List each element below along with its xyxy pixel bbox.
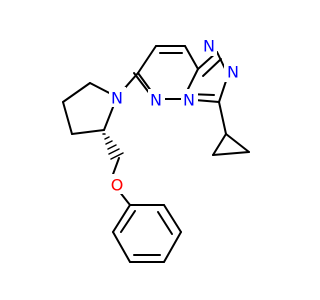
bond-layer [62, 45, 250, 263]
atom-label: N [203, 37, 215, 56]
bond [157, 211, 173, 235]
atom-label: N [183, 91, 195, 110]
atom-n-pyrrolidine: N [109, 87, 126, 108]
atom-o-ether: O [108, 174, 127, 195]
bond [225, 133, 250, 153]
bond [202, 58, 222, 77]
bond [71, 129, 105, 135]
bond [218, 101, 227, 135]
bond [212, 133, 227, 156]
bond [163, 204, 182, 233]
bond [112, 204, 131, 233]
atom-label: N [111, 89, 123, 108]
atom-label: N [227, 63, 239, 82]
atom-n-bridgehead: N [181, 89, 198, 110]
hashed-wedge-bond [102, 133, 124, 160]
bond [163, 231, 182, 263]
bond [212, 151, 250, 156]
bond [111, 157, 120, 178]
atom-label: N [150, 91, 162, 110]
atom-label-layer: N N N N N O [108, 36, 241, 195]
bond [137, 45, 157, 74]
bond [112, 231, 131, 263]
molecule-structure: N N N N N O [62, 36, 250, 263]
bond [62, 101, 73, 135]
bond [62, 82, 91, 103]
bond [133, 72, 151, 95]
atom-n-triazole-2: N [224, 62, 241, 82]
atom-label: O [111, 176, 124, 195]
atom-n-triazole-1: N [200, 36, 217, 56]
bond [120, 210, 136, 233]
bond [184, 45, 199, 70]
atom-n-pyridazine: N [148, 89, 165, 110]
